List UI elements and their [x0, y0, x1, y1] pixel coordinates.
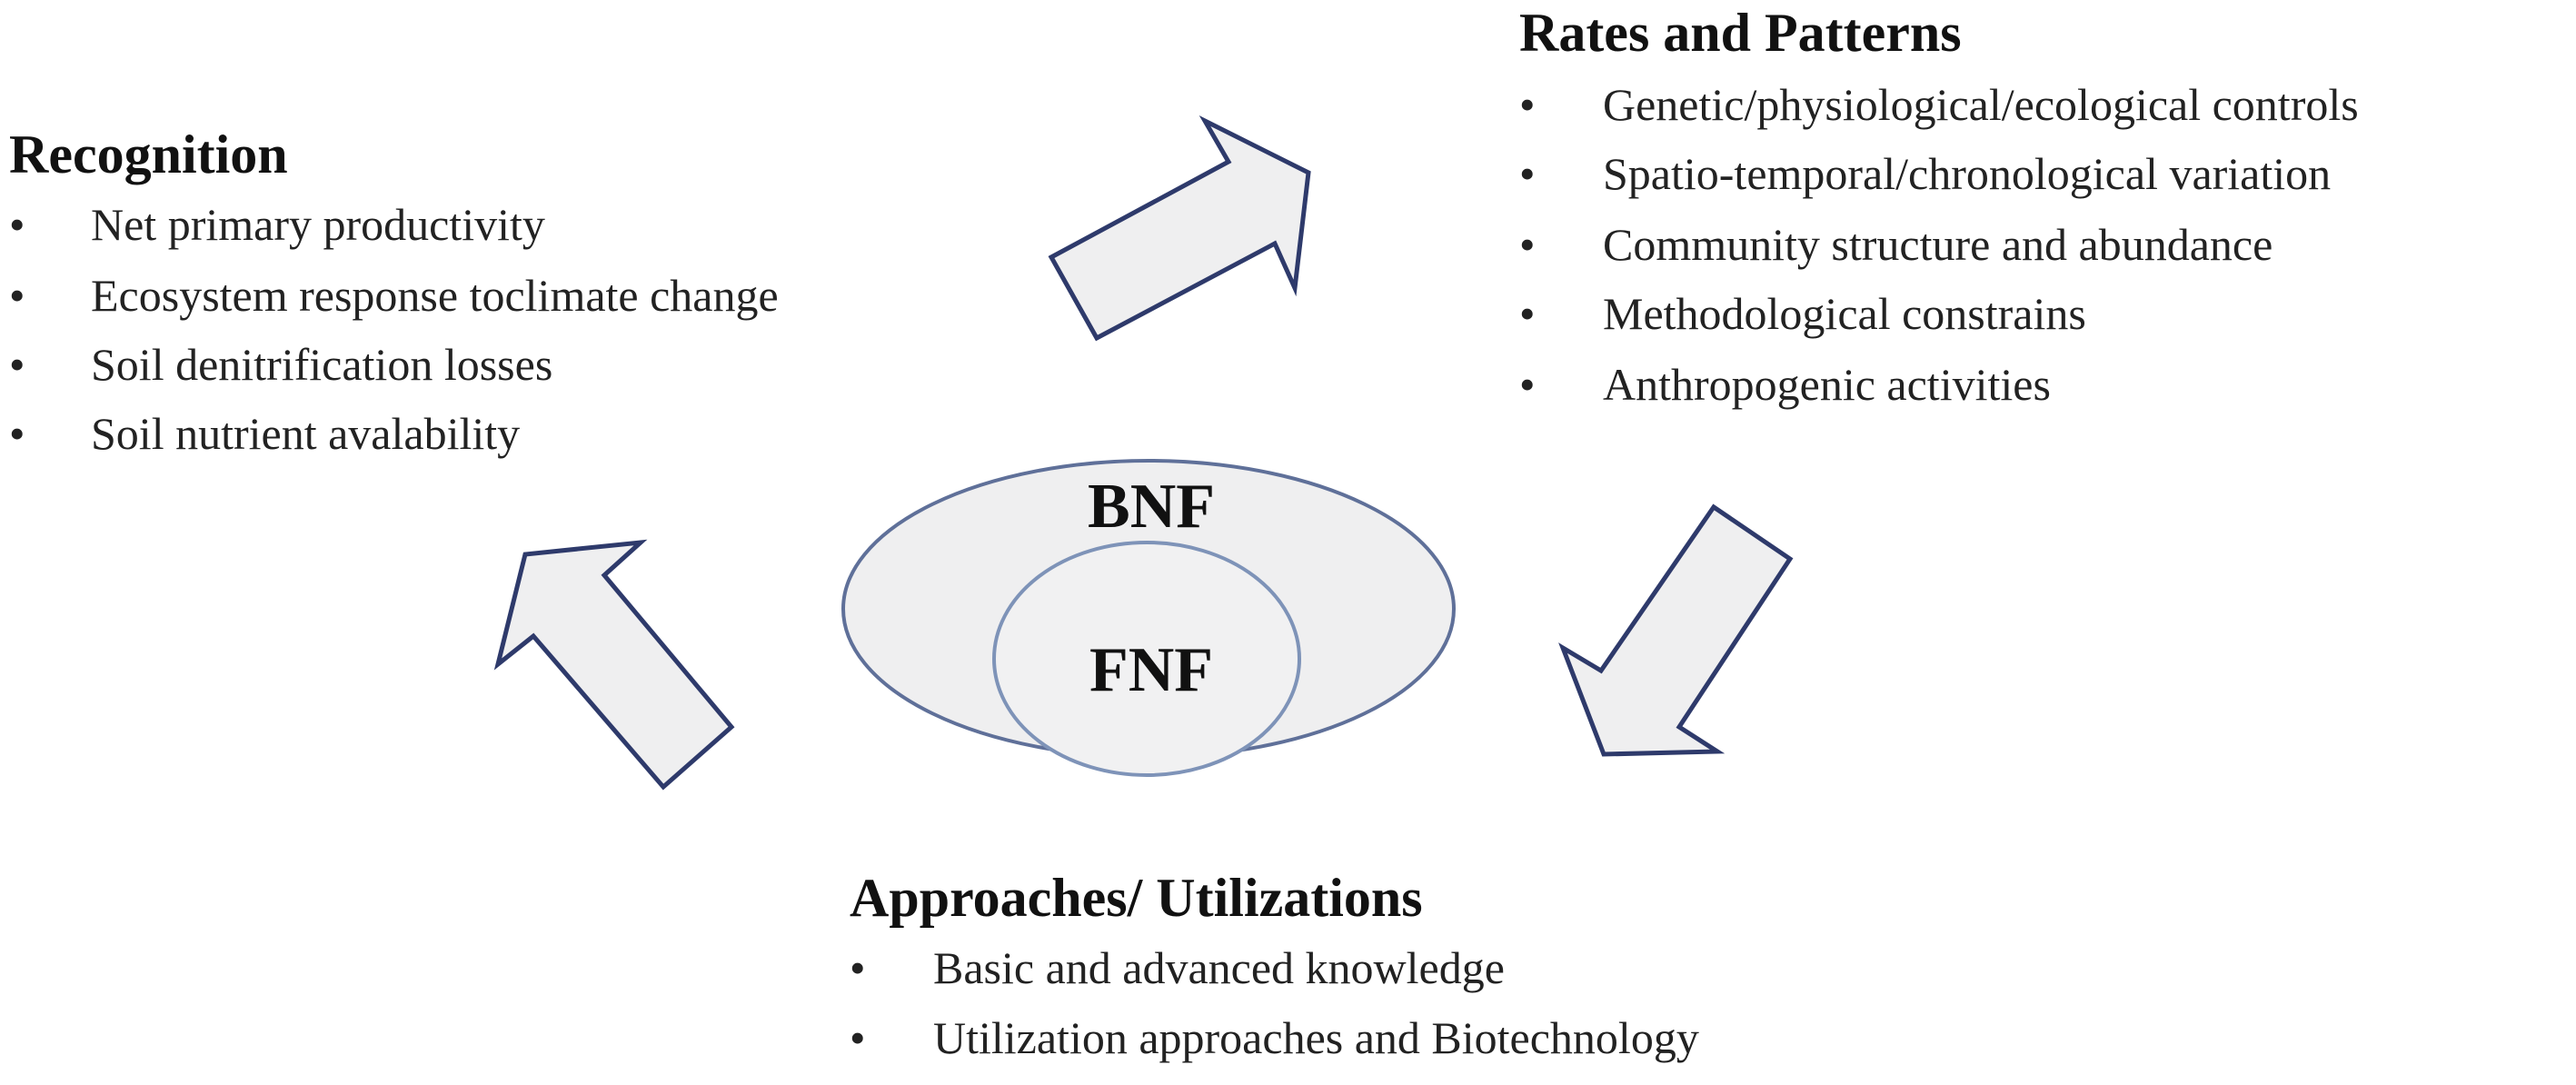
bullet-icon: • [9, 199, 25, 250]
bullet-icon: • [9, 270, 25, 321]
recognition-title: Recognition [9, 124, 288, 184]
bullet-icon: • [1519, 288, 1536, 339]
arrow-down-left-icon [1558, 503, 1794, 757]
bullet-icon: • [1519, 148, 1536, 199]
fnf-label: FNF [1089, 635, 1213, 705]
bullet-icon: • [1519, 219, 1536, 270]
fnf-ellipse [992, 541, 1301, 777]
bullet-icon: • [9, 339, 25, 390]
bullet-icon: • [1519, 359, 1536, 410]
bullet-icon: • [850, 942, 866, 993]
arrow-up-right-icon [1048, 115, 1311, 342]
approaches-title: Approaches/ Utilizations [850, 868, 1423, 928]
bullet-icon: • [850, 1012, 866, 1063]
bnf-label: BNF [1088, 472, 1215, 542]
arrow-up-left-icon [493, 539, 735, 791]
bullet-icon: • [9, 408, 25, 459]
bullet-icon: • [1519, 79, 1536, 130]
rates-patterns-title: Rates and Patterns [1519, 3, 1962, 63]
